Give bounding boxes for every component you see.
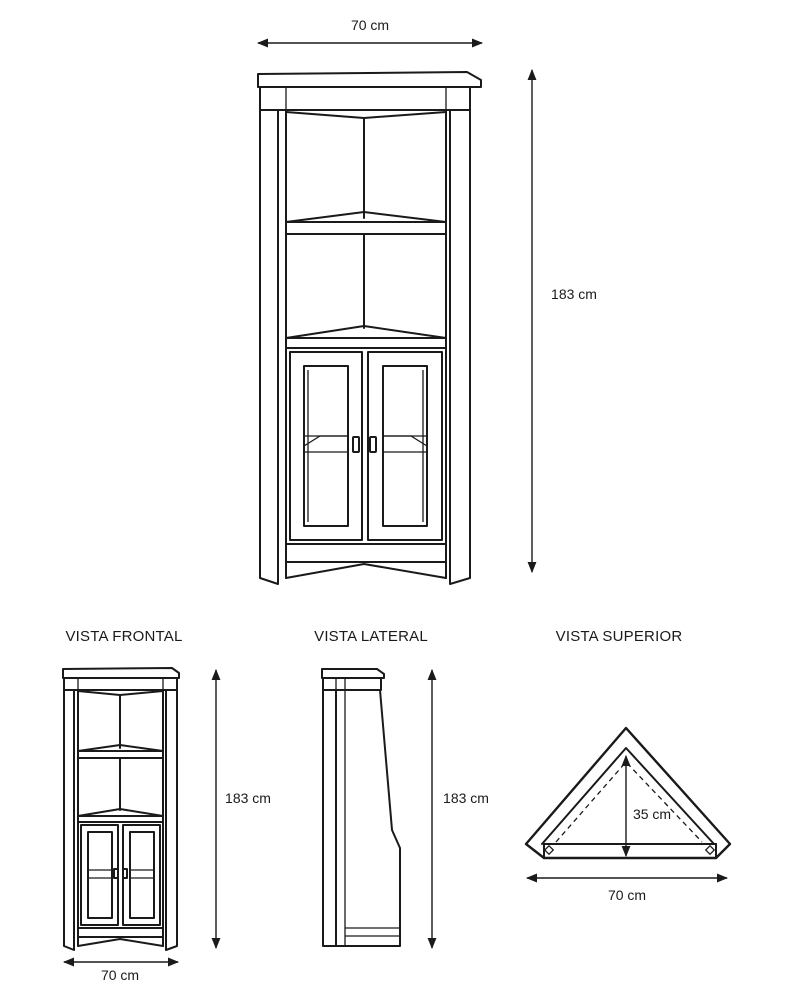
front-width-label: 70 cm [101,967,139,983]
side-view-title: VISTA LATERAL [314,628,428,645]
main-left-door[interactable] [289,351,363,541]
main-shelf-2 [285,325,447,339]
front-height-label: 183 cm [225,790,271,806]
top-width-label: 70 cm [608,887,646,903]
main-right-door[interactable] [367,351,443,541]
top-depth-label: 35 cm [633,806,671,822]
side-view-body [322,689,401,947]
side-height-label: 183 cm [443,790,489,806]
main-left-handle[interactable] [352,436,360,453]
main-width-label: 70 cm [351,17,389,33]
main-cabinet-view: 70 cm 183 cm [256,17,597,585]
main-crown-frieze [259,86,471,111]
main-left-post [259,109,279,585]
main-right-handle[interactable] [369,436,377,453]
main-top-inner-corner [285,111,447,119]
main-base-plinth [285,561,447,579]
main-base-rail [285,543,447,563]
main-crown-top [257,71,482,88]
main-lower-cabinet [285,347,447,545]
front-view-title: VISTA FRONTAL [65,628,182,645]
top-view-title: VISTA SUPERIOR [556,628,683,645]
main-shelf-1 [285,211,447,223]
main-right-post [449,109,471,585]
main-height-label: 183 cm [551,286,597,302]
top-view-outline [524,726,732,860]
side-view: VISTA LATERAL 183 cm [314,628,489,950]
front-view: VISTA FRONTAL 183 cm 70 cm [62,628,271,983]
top-view: VISTA SUPERIOR 35 cm 70 cm [524,628,732,903]
